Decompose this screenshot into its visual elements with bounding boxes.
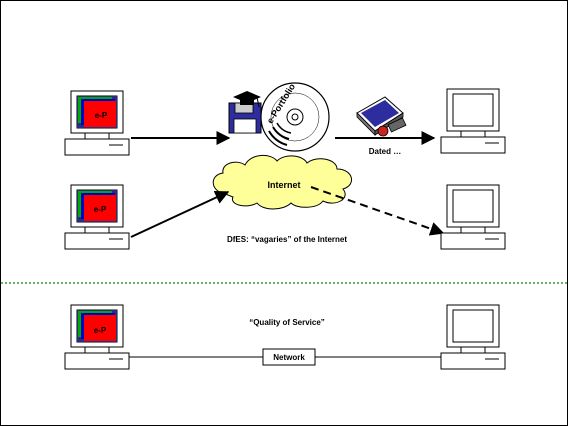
eportfolio-cd-icon: e-Portfolio <box>260 81 330 152</box>
ep-label-row2: e-P <box>94 205 107 214</box>
eportfolio-screen <box>77 310 117 342</box>
arrow-to-internet <box>130 190 230 238</box>
internet-cloud: Internet <box>212 155 352 210</box>
source-computer-row1: e-P <box>64 90 130 156</box>
dashed-arrow-to-destination <box>310 186 445 236</box>
source-computer-row3: e-P <box>64 304 130 370</box>
network-box: Network <box>262 348 316 366</box>
destination-computer-row1 <box>440 88 506 154</box>
eportfolio-screen <box>77 96 117 128</box>
dated-label: Dated … <box>369 147 401 156</box>
dated-media-icon <box>356 96 407 137</box>
floppy-graduation-icon <box>228 91 262 134</box>
dfes-caption: DfES: “vagaries” of the Internet <box>227 235 347 244</box>
internet-label: Internet <box>267 180 300 190</box>
eportfolio-screen <box>77 190 117 222</box>
qos-label: “Quality of Service” <box>249 318 325 327</box>
source-computer-row2: e-P <box>64 184 130 250</box>
destination-computer-row2 <box>440 184 506 250</box>
destination-computer-row3 <box>440 304 506 370</box>
ep-label-row3: e-P <box>94 326 107 335</box>
network-label: Network <box>273 353 305 362</box>
ep-label-row1: e-P <box>95 111 108 120</box>
